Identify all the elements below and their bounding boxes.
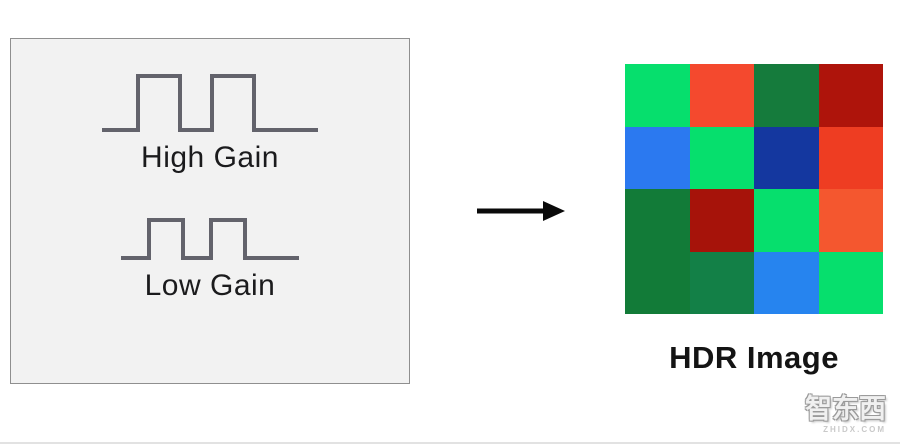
low-gain-waveform-icon <box>121 218 299 260</box>
pixel-cell <box>625 64 690 127</box>
pixel-cell <box>689 126 754 189</box>
high-gain-block: High Gain <box>102 73 318 175</box>
pixel-cell <box>625 251 690 314</box>
pixel-cell <box>754 126 819 189</box>
pixel-cell <box>689 251 754 314</box>
high-gain-waveform-icon <box>102 74 318 132</box>
watermark-brand: 智东西 <box>805 394 886 424</box>
pixel-cell <box>818 64 883 127</box>
pixel-cell <box>754 251 819 314</box>
arrow-right-icon <box>477 201 565 221</box>
pixel-cell <box>818 126 883 189</box>
pixel-cell <box>818 251 883 314</box>
pixel-cell <box>689 64 754 127</box>
watermark-site: ZHIDX.COM <box>823 425 886 434</box>
pixel-cell <box>754 64 819 127</box>
pixel-cell <box>818 189 883 252</box>
pixel-cell <box>754 189 819 252</box>
watermark: 智东西 ZHIDX.COM <box>805 396 886 434</box>
pixel-cell <box>689 189 754 252</box>
gain-panel: High Gain Low Gain <box>10 38 410 384</box>
low-gain-label: Low Gain <box>144 269 276 302</box>
low-gain-block: Low Gain <box>121 217 299 303</box>
hdr-image-label: HDR Image <box>669 340 839 375</box>
pixel-cell <box>625 126 690 189</box>
high-gain-label: High Gain <box>141 141 279 174</box>
bayer-pixel-grid <box>625 64 883 314</box>
pixel-cell <box>625 189 690 252</box>
